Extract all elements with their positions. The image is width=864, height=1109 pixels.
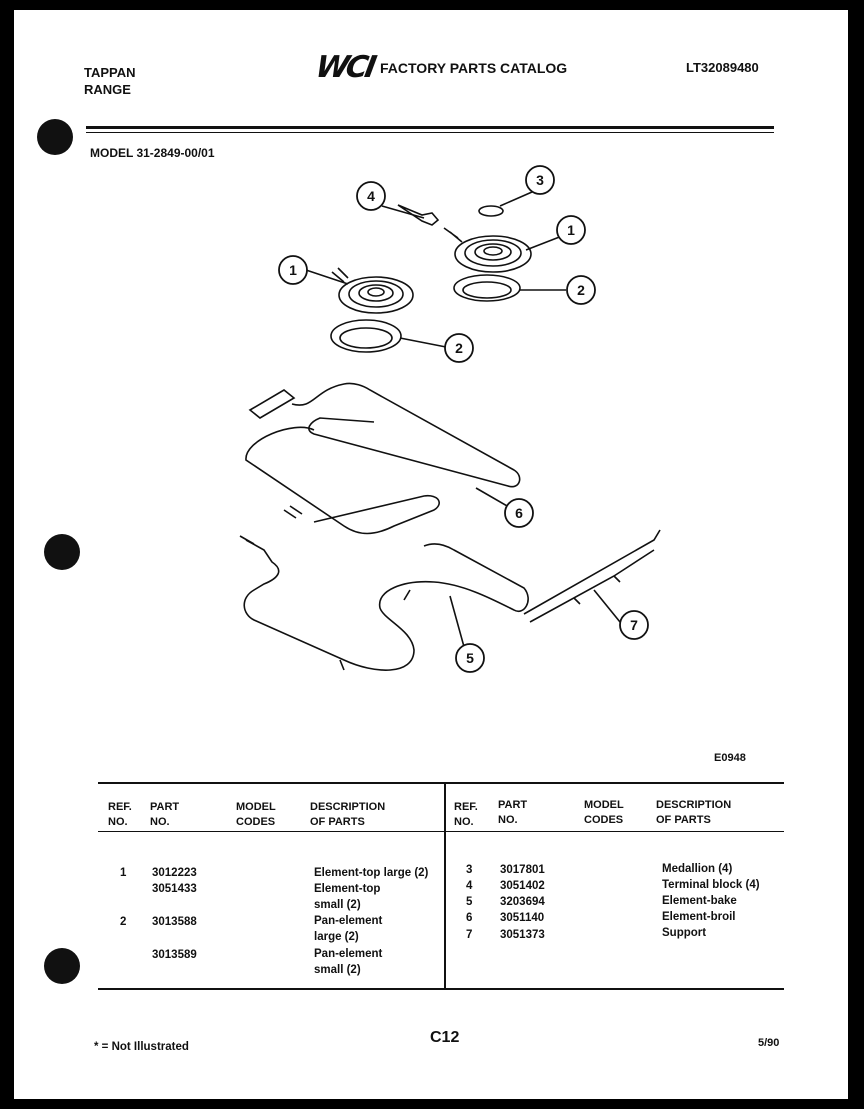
table-column-divider <box>444 783 446 989</box>
exploded-parts-diagram: 4 3 1 2 1 2 6 5 7 <box>239 165 661 673</box>
bake-element-part <box>239 535 529 671</box>
table-row-part: 3012223 <box>152 867 197 879</box>
header-part-no-right: PART NO. <box>498 799 528 826</box>
svg-text:2: 2 <box>455 340 463 356</box>
header-rule <box>86 126 774 129</box>
table-row-ref: 5 <box>466 896 473 908</box>
brand-line-1: TAPPAN <box>84 65 136 80</box>
callout-4: 4 <box>356 181 386 211</box>
table-row-desc: Element-broil <box>662 911 736 923</box>
table-bottom-rule <box>98 988 784 990</box>
catalog-number: LT32089480 <box>686 60 759 75</box>
pan-element-right <box>453 274 521 302</box>
not-illustrated-note: * = Not Illustrated <box>94 1041 189 1053</box>
header-description-right: DESCRIPTION OF PARTS <box>656 799 732 826</box>
table-row-desc: Medallion (4) <box>662 863 733 875</box>
revision-date: 5/90 <box>758 1037 780 1049</box>
table-row-desc: Element-top large (2) <box>314 867 429 879</box>
header-ref-no-right: REF. NO. <box>454 801 478 828</box>
table-row-desc: Element-bake <box>662 895 737 907</box>
table-row-desc: small (2) <box>314 899 361 911</box>
header-model-codes-left: MODEL CODES <box>236 801 276 828</box>
svg-text:1: 1 <box>289 262 297 278</box>
header-description-left: DESCRIPTION OF PARTS <box>310 801 386 828</box>
page-code: C12 <box>430 1029 460 1046</box>
svg-text:7: 7 <box>630 617 638 633</box>
table-row-desc: large (2) <box>314 931 359 943</box>
table-row-part: 3013589 <box>152 949 197 961</box>
table-row-desc: Element-top <box>314 883 381 895</box>
table-row-desc: Support <box>662 927 707 939</box>
table-row-ref: 1 <box>120 867 127 879</box>
binder-hole-top <box>37 119 73 155</box>
header-part-no-left: PART NO. <box>150 801 180 828</box>
table-row-desc: Pan-element <box>314 915 383 927</box>
table-row-ref: 4 <box>466 880 473 892</box>
medallion-part <box>478 205 504 217</box>
callout-6: 6 <box>504 498 534 528</box>
callout-7: 7 <box>619 610 649 640</box>
brand-label: TAPPAN RANGE <box>84 64 136 98</box>
table-row-part: 3051140 <box>500 912 545 924</box>
table-row-ref: 7 <box>466 929 473 941</box>
catalog-page: TAPPAN RANGE WCI FACTORY PARTS CATALOG L… <box>14 10 848 1099</box>
table-top-rule <box>98 782 784 784</box>
table-row-part: 3017801 <box>500 864 545 876</box>
callout-1-left: 1 <box>278 255 308 285</box>
table-row-desc: Terminal block (4) <box>662 879 760 891</box>
binder-hole-bottom <box>44 948 80 984</box>
callout-2-right: 2 <box>566 275 596 305</box>
svg-text:6: 6 <box>515 505 523 521</box>
svg-text:2: 2 <box>577 282 585 298</box>
catalog-title: FACTORY PARTS CATALOG <box>380 60 568 76</box>
element-top-right <box>443 227 532 273</box>
table-row-part: 3013588 <box>152 916 197 928</box>
callout-1-right: 1 <box>556 215 586 245</box>
callout-3: 3 <box>525 165 555 195</box>
svg-text:3: 3 <box>536 172 544 188</box>
table-row-ref: 3 <box>466 864 473 876</box>
pan-element-left <box>330 319 402 353</box>
table-header-rule <box>98 831 784 832</box>
header-rule-thin <box>86 132 774 133</box>
table-row-part: 3203694 <box>500 896 545 908</box>
binder-hole-middle <box>44 534 80 570</box>
table-row-desc: small (2) <box>314 964 361 976</box>
model-number: MODEL 31-2849-00/01 <box>90 146 215 160</box>
table-row-part: 3051373 <box>500 929 545 941</box>
callout-5: 5 <box>455 643 485 673</box>
header-model-codes-right: MODEL CODES <box>584 799 624 826</box>
svg-text:1: 1 <box>567 222 575 238</box>
callout-2-left: 2 <box>444 333 474 363</box>
diagram-code: E0948 <box>714 752 746 764</box>
header-ref-no-left: REF. NO. <box>108 801 132 828</box>
support-part <box>523 529 661 623</box>
svg-text:4: 4 <box>367 188 375 204</box>
table-row-part: 3051402 <box>500 880 545 892</box>
terminal-block-part <box>397 204 440 226</box>
table-row-ref: 6 <box>466 912 473 924</box>
element-top-left <box>331 267 414 314</box>
table-row-desc: Pan-element <box>314 948 383 960</box>
table-row-ref: 2 <box>120 916 127 928</box>
svg-text:5: 5 <box>466 650 474 666</box>
broil-element-part <box>245 382 521 535</box>
table-row-part: 3051433 <box>152 883 197 895</box>
brand-line-2: RANGE <box>84 82 131 97</box>
